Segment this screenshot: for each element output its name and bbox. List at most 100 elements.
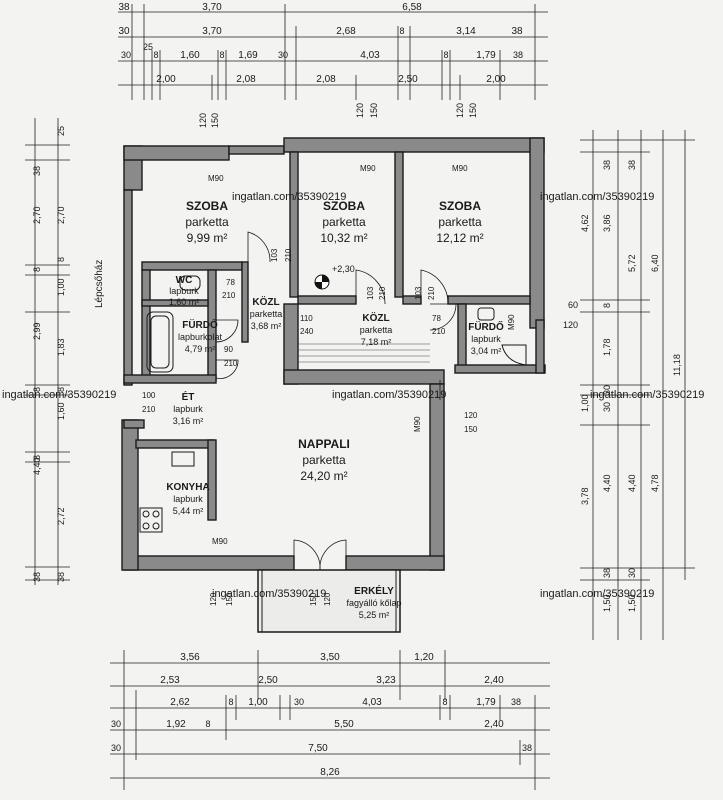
room-floor: parketta — [185, 215, 229, 229]
dim-right-9: 60 — [568, 300, 578, 310]
shower-icon — [501, 344, 527, 366]
dim-left-4: 8 — [32, 267, 42, 272]
room-floor: lapburk — [471, 334, 501, 344]
dim-right-7: 8 — [602, 303, 612, 308]
room-floor: parketta — [360, 325, 393, 335]
dim-right-0: 38 — [602, 160, 612, 170]
opening-label: 120 — [355, 103, 365, 118]
dim-top-r3-2: 8 — [153, 50, 158, 60]
room-floor: lapburk — [173, 404, 203, 414]
room-name: NAPPALI — [298, 437, 350, 451]
watermark-text: ingatlan.com/35390219 — [332, 389, 446, 401]
room-floor: fagyálló kőlap — [346, 598, 401, 608]
fixtures — [139, 274, 527, 533]
watermark-text: ingatlan.com/35390219 — [212, 588, 326, 600]
opening-label: M90 — [413, 416, 422, 432]
watermark-text: ingatlan.com/35390219 — [540, 191, 654, 203]
room-area: 3,68 m² — [251, 321, 282, 331]
room-kozl-1: KÖZL parketta 3,68 m² — [250, 295, 283, 331]
dimension-lines-top: 38 3,70 6,58 30 3,70 2,68 8 3,14 38 25 3… — [118, 2, 548, 100]
opening-label: 120 — [198, 113, 208, 128]
opening-label: 110 — [300, 314, 313, 323]
dim-right-11: 30 — [602, 385, 612, 395]
dim-top-r2-1: 3,70 — [202, 26, 222, 37]
opening-label: 240 — [300, 327, 314, 336]
dim-right-5: 6,40 — [650, 254, 660, 272]
kitchen-sink-icon — [171, 451, 195, 467]
dim-bottom-r4-1: 1,92 — [166, 719, 186, 730]
dim-left-12: 8 — [32, 455, 42, 460]
dim-right-17: 4,78 — [650, 474, 660, 492]
opening-label: 103 — [366, 286, 375, 300]
watermark-text: ingatlan.com/35390219 — [2, 389, 116, 401]
dim-top-r4-4: 2,00 — [486, 74, 506, 85]
room-area: 9,99 m² — [187, 231, 228, 245]
dim-left-0: 25 — [56, 126, 66, 136]
room-area: 3,16 m² — [173, 416, 204, 426]
dim-bottom-r1-0: 3,56 — [180, 652, 200, 663]
dim-top-r3-7: 4,03 — [360, 50, 380, 61]
dim-left-15: 38 — [32, 572, 42, 582]
dim-bottom-r2-0: 2,53 — [160, 675, 180, 686]
dim-right-20: 1,50 — [602, 594, 612, 612]
walls — [121, 137, 546, 571]
room-floor: parketta — [322, 215, 366, 229]
dim-right-13: 30 — [602, 402, 612, 412]
dim-right-21: 1,50 — [627, 594, 637, 612]
dim-left-13: 4,40 — [32, 457, 42, 475]
stairwell-label: Lépcsőház — [94, 260, 105, 308]
opening-label: 120 — [455, 103, 465, 118]
opening-label: 150 — [468, 103, 478, 118]
dim-top-r3-6: 30 — [278, 50, 288, 60]
opening-label: 150 — [464, 425, 478, 434]
opening-label: M90 — [212, 537, 228, 546]
room-name: ERKÉLY — [354, 584, 394, 597]
dim-bottom-r3-2: 1,00 — [248, 697, 268, 708]
room-area: 1,60 m² — [169, 297, 200, 307]
dim-left-1: 38 — [32, 166, 42, 176]
dim-right-15: 4,40 — [602, 474, 612, 492]
room-szoba-2: SZOBA parketta 10,32 m² — [320, 199, 367, 245]
dim-bottom-r2-3: 2,40 — [484, 675, 504, 686]
stair-icon — [298, 343, 430, 363]
dim-top-r1-1: 3,70 — [202, 2, 222, 13]
sink-icon — [477, 307, 495, 321]
dimension-lines-bottom: 3,56 3,50 1,20 2,53 2,50 3,23 2,40 2,62 … — [110, 650, 550, 790]
room-area: 4,79 m² — [185, 344, 216, 354]
room-floor: lapburk — [173, 494, 203, 504]
room-name: SZOBA — [439, 199, 481, 213]
opening-label: 100 — [142, 391, 156, 400]
opening-label: 120 — [209, 592, 218, 606]
dim-right-4: 5,72 — [627, 254, 637, 272]
room-wc: WC lapburk 1,60 m² — [169, 275, 200, 307]
bathtub-icon — [146, 311, 174, 373]
dim-right-18: 38 — [602, 568, 612, 578]
dim-top-r4-1: 2,08 — [236, 74, 256, 85]
opening-label: 78 — [432, 314, 441, 323]
watermarks: ingatlan.com/35390219 ingatlan.com/35390… — [2, 191, 704, 600]
dim-top-r2-3: 8 — [399, 26, 404, 36]
dim-left-10: 8 — [32, 387, 42, 392]
dim-right-3: 3,86 — [602, 214, 612, 232]
opening-label: 90 — [224, 345, 233, 354]
room-name: FÜRDŐ — [468, 320, 504, 333]
dim-top-r1-2: 6,58 — [402, 2, 422, 13]
room-szoba-1: SZOBA parketta 9,99 m² — [185, 199, 229, 245]
dim-top-r3-9: 1,79 — [476, 50, 496, 61]
opening-label: 150 — [210, 113, 220, 128]
opening-label: 150 — [225, 592, 234, 606]
opening-label: 210 — [427, 286, 436, 300]
room-furdo-1: FÜRDŐ lapburkolat 4,79 m² — [178, 318, 223, 354]
opening-label: 120 — [323, 592, 332, 606]
room-floor: parketta — [438, 215, 482, 229]
dim-bottom-r5-0: 30 — [111, 743, 121, 753]
dim-left-16: 38 — [56, 572, 66, 582]
dim-top-r3-8: 8 — [443, 50, 448, 60]
dimension-lines-right: 38 38 4,62 3,86 5,72 6,40 11,18 8 1,78 6… — [563, 130, 695, 640]
room-szoba-3: SZOBA parketta 12,12 m² — [436, 199, 483, 245]
dimension-lines-left: 25 38 2,70 2,70 8 1,00 8 2,99 1,83 8 8 1… — [25, 118, 70, 585]
dim-bottom-r1-2: 1,20 — [414, 652, 434, 663]
room-name: KONYHA — [166, 482, 209, 493]
toilet-icon — [179, 275, 201, 291]
dim-bottom-r4-3: 5,50 — [334, 719, 354, 730]
